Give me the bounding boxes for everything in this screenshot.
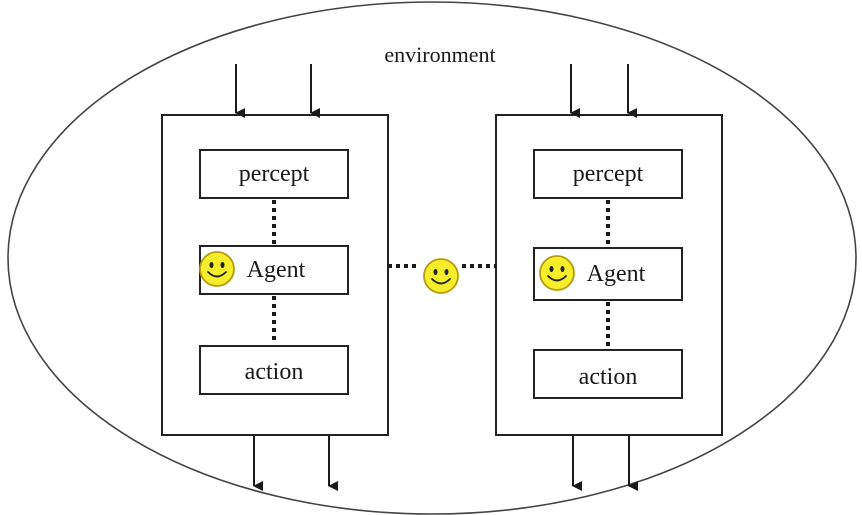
agent-1-percept-box: [199, 149, 349, 199]
environment-label: environment: [384, 42, 496, 67]
agent-1-agent-label: Agent: [246, 257, 306, 283]
agent-2-action-box: [533, 349, 683, 399]
smiley-face-icon: [539, 255, 575, 291]
smiley-face-icon: [199, 251, 235, 287]
smiley-face-icon: [423, 258, 459, 294]
agent-2-percept-label: percept: [572, 161, 644, 187]
environment-ellipse: [7, 1, 857, 515]
agent-2-percept-box: [533, 149, 683, 199]
agent-2-agent-label: Agent: [586, 261, 646, 287]
agent-1-percept-label: percept: [238, 161, 310, 187]
agent-1-action-label: action: [244, 359, 304, 385]
agent-2-action-label: action: [578, 364, 638, 390]
agent-1-action-box: [199, 345, 349, 395]
